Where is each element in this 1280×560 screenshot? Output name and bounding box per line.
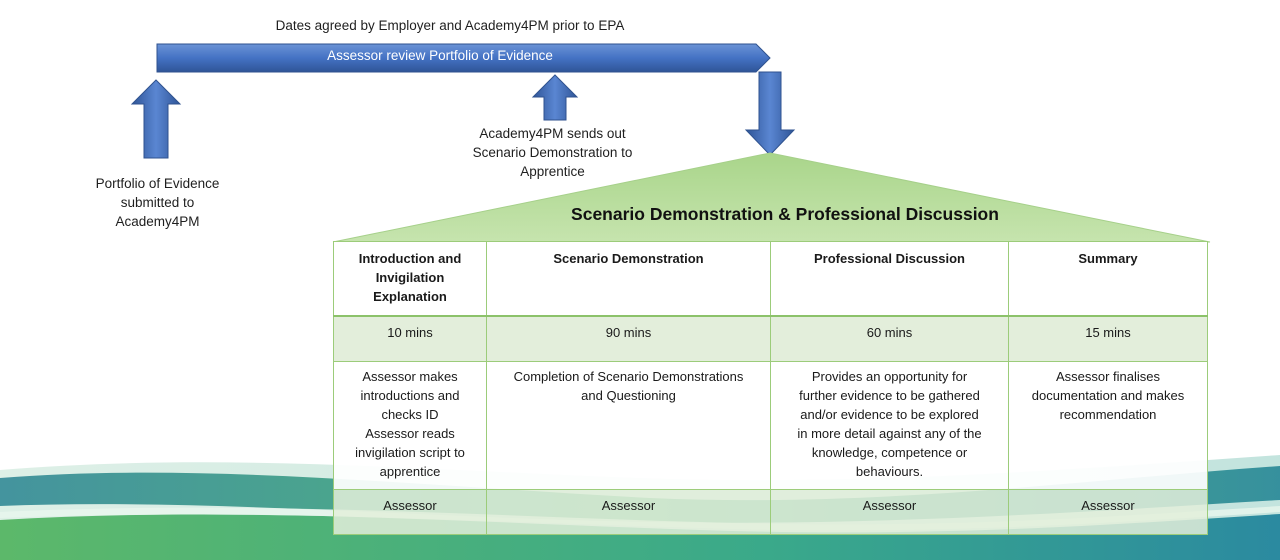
description-line: Assessor reads (365, 426, 455, 441)
role-cell: Assessor (333, 489, 487, 535)
role-cell: Assessor (1008, 489, 1208, 535)
description-line: checks ID (381, 407, 439, 422)
description-scenario: Completion of Scenario Demonstrations an… (486, 361, 771, 490)
triangle-title: Scenario Demonstration & Professional Di… (571, 204, 999, 224)
description-line: Completion of Scenario Demonstrations (513, 369, 744, 384)
portfolio-review-bar-arrow (156, 43, 771, 73)
description-line: behaviours. (855, 464, 924, 479)
description-line: invigilation script to (355, 445, 465, 460)
description-summary: Assessor finalises documentation and mak… (1008, 361, 1208, 490)
description-line: and Questioning (581, 388, 676, 403)
role-cell: Assessor (486, 489, 771, 535)
role-cell: Assessor (770, 489, 1009, 535)
header-line: Introduction and (358, 251, 462, 266)
description-line: recommendation (1059, 407, 1157, 422)
description-professional: Provides an opportunity for further evid… (770, 361, 1009, 490)
header-scenario-demonstration: Scenario Demonstration (486, 241, 771, 317)
header-line: Professional Discussion (814, 251, 965, 266)
duration-cell: 90 mins (486, 315, 771, 362)
caption-line: submitted to (120, 195, 195, 210)
description-line: Assessor makes (362, 369, 458, 384)
header-professional-discussion: Professional Discussion (770, 241, 1009, 317)
description-line: and/or evidence to be explored (800, 407, 979, 422)
header-introduction: Introduction and Invigilation Explanatio… (333, 241, 487, 317)
duration-cell: 15 mins (1008, 315, 1208, 362)
duration-cell: 60 mins (770, 315, 1009, 362)
caption-line: Scenario Demonstration to (472, 145, 633, 160)
description-introduction: Assessor makes introductions and checks … (333, 361, 487, 490)
background-wave-green (0, 514, 1280, 560)
portfolio-review-label: Assessor review Portfolio of Evidence (327, 48, 553, 63)
dates-agreed-caption: Dates agreed by Employer and Academy4PM … (275, 18, 625, 33)
caption-line: Portfolio of Evidence (95, 176, 220, 191)
duration-cell: 10 mins (333, 315, 487, 362)
description-line: Provides an opportunity for (811, 369, 968, 384)
description-line: knowledge, competence or (811, 445, 968, 460)
description-line: in more detail against any of the (797, 426, 982, 441)
description-line: further evidence to be gathered (799, 388, 980, 403)
middle-up-arrow-icon (531, 74, 579, 121)
description-line: introductions and (360, 388, 460, 403)
role-row: Assessor Assessor Assessor Assessor (333, 489, 1208, 535)
left-up-arrow-icon (130, 79, 182, 159)
header-line: Scenario Demonstration (553, 251, 704, 266)
header-line: Summary (1078, 251, 1138, 266)
description-line: apprentice (379, 464, 441, 479)
description-row: Assessor makes introductions and checks … (333, 361, 1208, 490)
phase-table: Introduction and Invigilation Explanatio… (333, 241, 1208, 535)
right-down-arrow-icon (744, 71, 796, 156)
caption-line: Apprentice (520, 164, 585, 179)
duration-row: 10 mins 90 mins 60 mins 15 mins (333, 315, 1208, 362)
header-line: Explanation (373, 289, 447, 304)
header-summary: Summary (1008, 241, 1208, 317)
header-row: Introduction and Invigilation Explanatio… (333, 241, 1208, 317)
description-line: documentation and makes (1031, 388, 1185, 403)
header-line: Invigilation (375, 270, 445, 285)
caption-line: Academy4PM sends out (479, 126, 626, 141)
sends-out-caption: Academy4PM sends out Scenario Demonstrat… (450, 124, 655, 181)
caption-line: Academy4PM (115, 214, 200, 229)
description-line: Assessor finalises (1055, 369, 1161, 384)
portfolio-submitted-caption: Portfolio of Evidence submitted to Acade… (70, 174, 245, 231)
